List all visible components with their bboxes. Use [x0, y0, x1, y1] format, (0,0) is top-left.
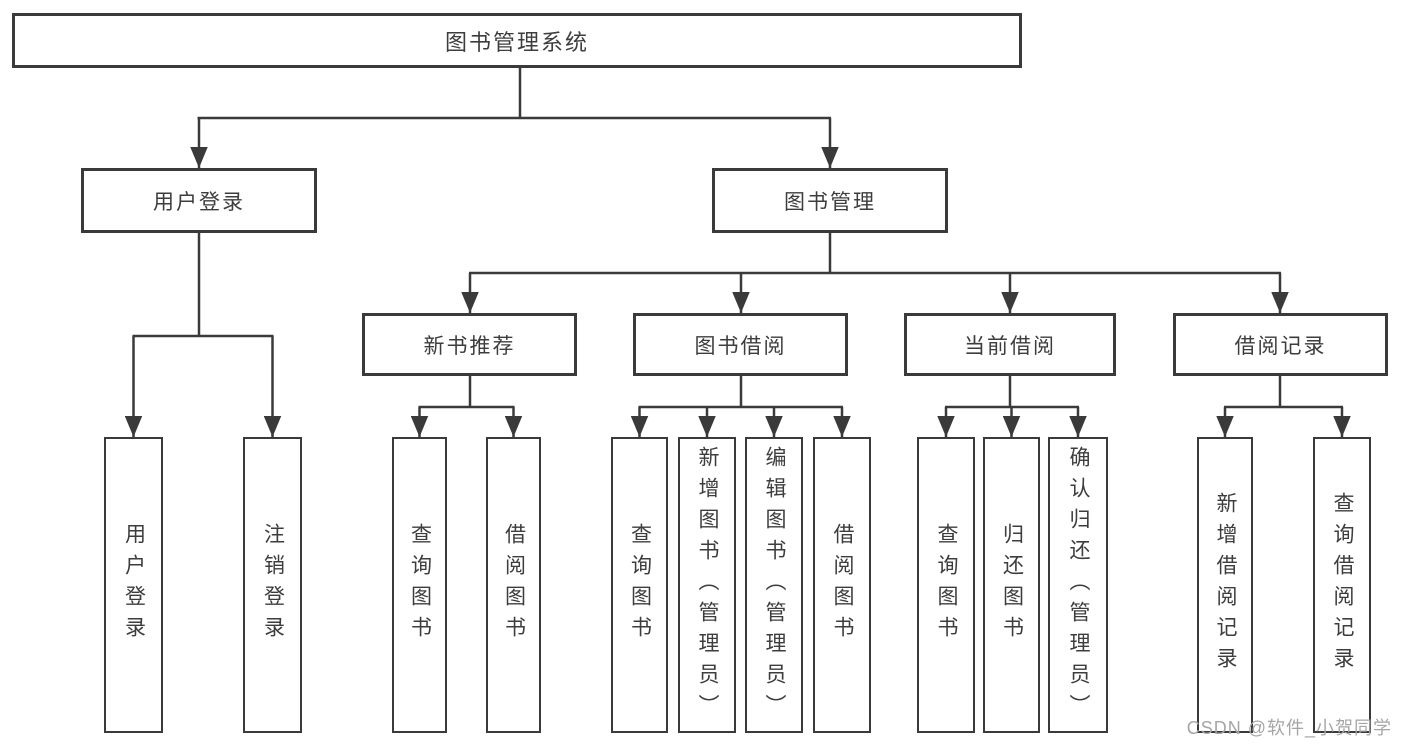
node-new-book-recommend: 新书推荐: [362, 313, 577, 376]
node-current-borrowing: 当前借阅: [904, 313, 1116, 376]
connector-arrows: [124, 118, 1351, 437]
node-user-login: 用户登录: [81, 168, 317, 233]
watermark-text: CSDN @软件_小贺同学: [1186, 718, 1392, 738]
leaf-borrow-query-books: 查询图书: [611, 437, 668, 733]
leaf-newbook-query-books: 查询图书: [392, 437, 447, 733]
node-book-management: 图书管理: [712, 168, 948, 233]
leaf-current-return-books: 归还图书: [983, 437, 1040, 733]
leaf-borrow-add-books-admin: 新增图书（管理员）: [678, 437, 736, 733]
node-book-borrowing: 图书借阅: [633, 313, 848, 376]
leaf-records-query-record: 查询借阅记录: [1313, 437, 1371, 733]
leaf-current-confirm-return-admin: 确认归还（管理员）: [1048, 437, 1108, 733]
connector-segments: [132, 68, 1343, 409]
leaf-newbook-borrow-books: 借阅图书: [486, 437, 541, 733]
leaf-logout-login: 注销登录: [243, 437, 302, 733]
node-root: 图书管理系统: [12, 13, 1022, 68]
node-borrowing-records: 借阅记录: [1173, 313, 1388, 376]
leaf-borrow-edit-books-admin: 编辑图书（管理员）: [745, 437, 803, 733]
leaf-borrow-borrow-books: 借阅图书: [813, 437, 871, 733]
leaf-current-query-books: 查询图书: [917, 437, 975, 733]
leaf-records-add-record: 新增借阅记录: [1197, 437, 1253, 733]
leaf-user-login: 用户登录: [104, 437, 163, 733]
